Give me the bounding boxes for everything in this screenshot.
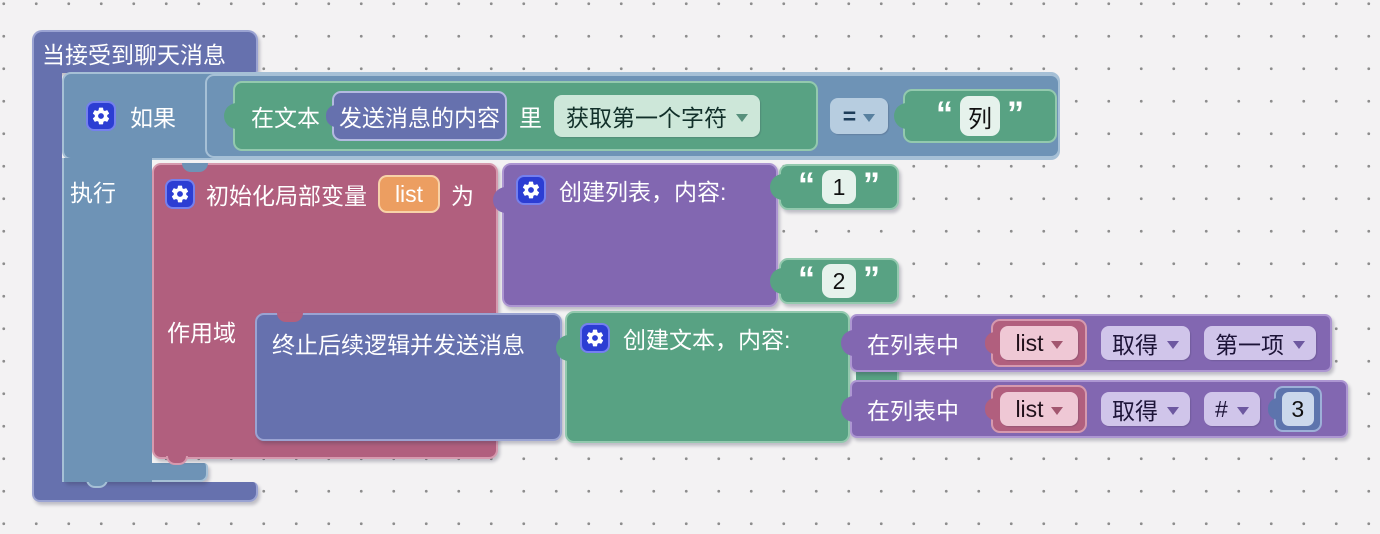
variable-dropdown-value: list: [1015, 395, 1044, 422]
list-get-prefix-label: 在列表中: [867, 398, 959, 424]
puzzle-tab: [770, 268, 786, 294]
logic-compare-block[interactable]: 在文本 发送消息的内容 里 获取第一个字符 = “ 列 ”: [205, 74, 1060, 158]
if-label: 如果: [130, 105, 176, 131]
dropdown-arrow-icon: [1050, 407, 1063, 415]
open-quote-icon: “: [936, 95, 953, 133]
puzzle-tab: [556, 335, 572, 361]
variable-name-field[interactable]: list: [378, 175, 440, 213]
close-quote-icon: ”: [863, 260, 880, 298]
close-quote-icon: ”: [863, 166, 880, 204]
charat-mode-value: 获取第一个字符: [566, 105, 727, 131]
string-block-item-1[interactable]: “ 1 ”: [770, 164, 899, 210]
terminate-label: 终止后续逻辑并发送消息: [272, 332, 525, 358]
statement-notch: [182, 163, 208, 172]
gear-icon[interactable]: [165, 179, 195, 209]
list-get-prefix-label: 在列表中: [867, 332, 959, 358]
event-block-label: 当接受到聊天消息: [42, 41, 226, 68]
number-value-field[interactable]: 3: [1281, 392, 1314, 426]
list-get-block-indexed-item[interactable]: 在列表中 list 取得 # 3: [841, 380, 1348, 438]
variable-dropdown[interactable]: list: [1000, 326, 1078, 360]
create-list-block[interactable]: 创建列表，内容:: [493, 163, 778, 307]
open-quote-icon: “: [798, 260, 815, 298]
event-block-bottom-bar[interactable]: [32, 482, 258, 502]
gear-icon-glyph: [586, 329, 604, 347]
string-block-compare-value[interactable]: “ 列 ”: [894, 89, 1057, 143]
list-op-value: 取得: [1112, 398, 1158, 424]
compare-operator-value: =: [842, 102, 857, 129]
create-text-block[interactable]: 创建文本，内容:: [556, 311, 850, 443]
gear-icon[interactable]: [580, 323, 610, 353]
puzzle-tab: [985, 398, 997, 420]
puzzle-tab: [985, 332, 997, 354]
create-text-label: 创建文本，内容:: [623, 327, 791, 353]
create-list-label: 创建列表，内容:: [559, 179, 727, 205]
variable-label: 发送消息的内容: [339, 105, 500, 131]
string-value-field[interactable]: 列: [960, 96, 1000, 136]
terminate-and-send-block[interactable]: 终止后续逻辑并发送消息: [255, 313, 562, 441]
list-op-value: 取得: [1112, 332, 1158, 358]
list-where-dropdown[interactable]: #: [1204, 392, 1260, 426]
charat-infix-label: 里: [519, 105, 542, 131]
text-charat-block[interactable]: 在文本 发送消息的内容 里 获取第一个字符: [224, 81, 818, 151]
puzzle-tab: [493, 187, 509, 213]
string-value-field[interactable]: 1: [822, 170, 856, 204]
dropdown-arrow-icon: [1167, 341, 1179, 349]
dropdown-arrow-icon: [1050, 341, 1063, 349]
dropdown-arrow-icon: [736, 114, 748, 122]
puzzle-tab: [841, 330, 857, 356]
statement-notch: [277, 313, 303, 322]
init-var-suffix-label: 为: [451, 183, 474, 209]
string-value-text: 1: [832, 173, 846, 200]
puzzle-tab: [841, 396, 857, 422]
variable-block-list[interactable]: list: [985, 385, 1087, 433]
dropdown-arrow-icon: [1167, 407, 1179, 415]
puzzle-tab: [1267, 398, 1280, 420]
event-block-left-spine[interactable]: [32, 71, 62, 484]
gear-icon-glyph: [522, 181, 540, 199]
number-value-text: 3: [1291, 395, 1305, 422]
charat-prefix-label: 在文本: [251, 105, 320, 131]
puzzle-tab: [770, 174, 786, 200]
variable-name-text: list: [394, 180, 424, 207]
puzzle-tab: [894, 103, 910, 129]
list-op-dropdown[interactable]: 取得: [1101, 392, 1190, 426]
dropdown-arrow-icon: [863, 114, 876, 122]
variable-dropdown[interactable]: list: [1000, 392, 1078, 426]
gear-icon[interactable]: [86, 101, 116, 131]
list-get-block-first-item[interactable]: 在列表中 list 取得 第一项: [841, 314, 1332, 372]
number-block-index[interactable]: 3: [1267, 386, 1322, 432]
list-op-dropdown[interactable]: 取得: [1101, 326, 1190, 360]
list-where-value: 第一项: [1215, 332, 1284, 358]
variable-block-message-content[interactable]: 发送消息的内容: [326, 91, 507, 141]
puzzle-tab: [224, 103, 240, 129]
variable-block-list[interactable]: list: [985, 319, 1087, 367]
variable-dropdown-value: list: [1015, 329, 1044, 356]
compare-operator-dropdown[interactable]: =: [830, 98, 888, 134]
open-quote-icon: “: [798, 166, 815, 204]
string-value-field[interactable]: 2: [822, 264, 856, 298]
gear-icon-glyph: [92, 107, 110, 125]
dropdown-arrow-icon: [1236, 407, 1249, 415]
string-value-text: 列: [968, 105, 992, 133]
gear-icon-glyph: [171, 185, 189, 203]
puzzle-tab: [326, 105, 338, 127]
scope-label: 作用域: [167, 320, 236, 346]
gear-icon[interactable]: [516, 175, 546, 205]
close-quote-icon: ”: [1007, 95, 1024, 133]
list-where-dropdown[interactable]: 第一项: [1204, 326, 1316, 360]
dropdown-arrow-icon: [1293, 341, 1305, 349]
event-block-chat-received[interactable]: 当接受到聊天消息: [32, 30, 258, 73]
string-block-item-2[interactable]: “ 2 ”: [770, 258, 899, 304]
init-var-prefix-label: 初始化局部变量: [206, 183, 367, 209]
charat-mode-dropdown[interactable]: 获取第一个字符: [554, 95, 760, 137]
do-label: 执行: [70, 180, 116, 206]
list-where-value: #: [1215, 395, 1228, 422]
string-value-text: 2: [832, 267, 846, 294]
if-block-left-spine[interactable]: 执行: [62, 158, 152, 482]
